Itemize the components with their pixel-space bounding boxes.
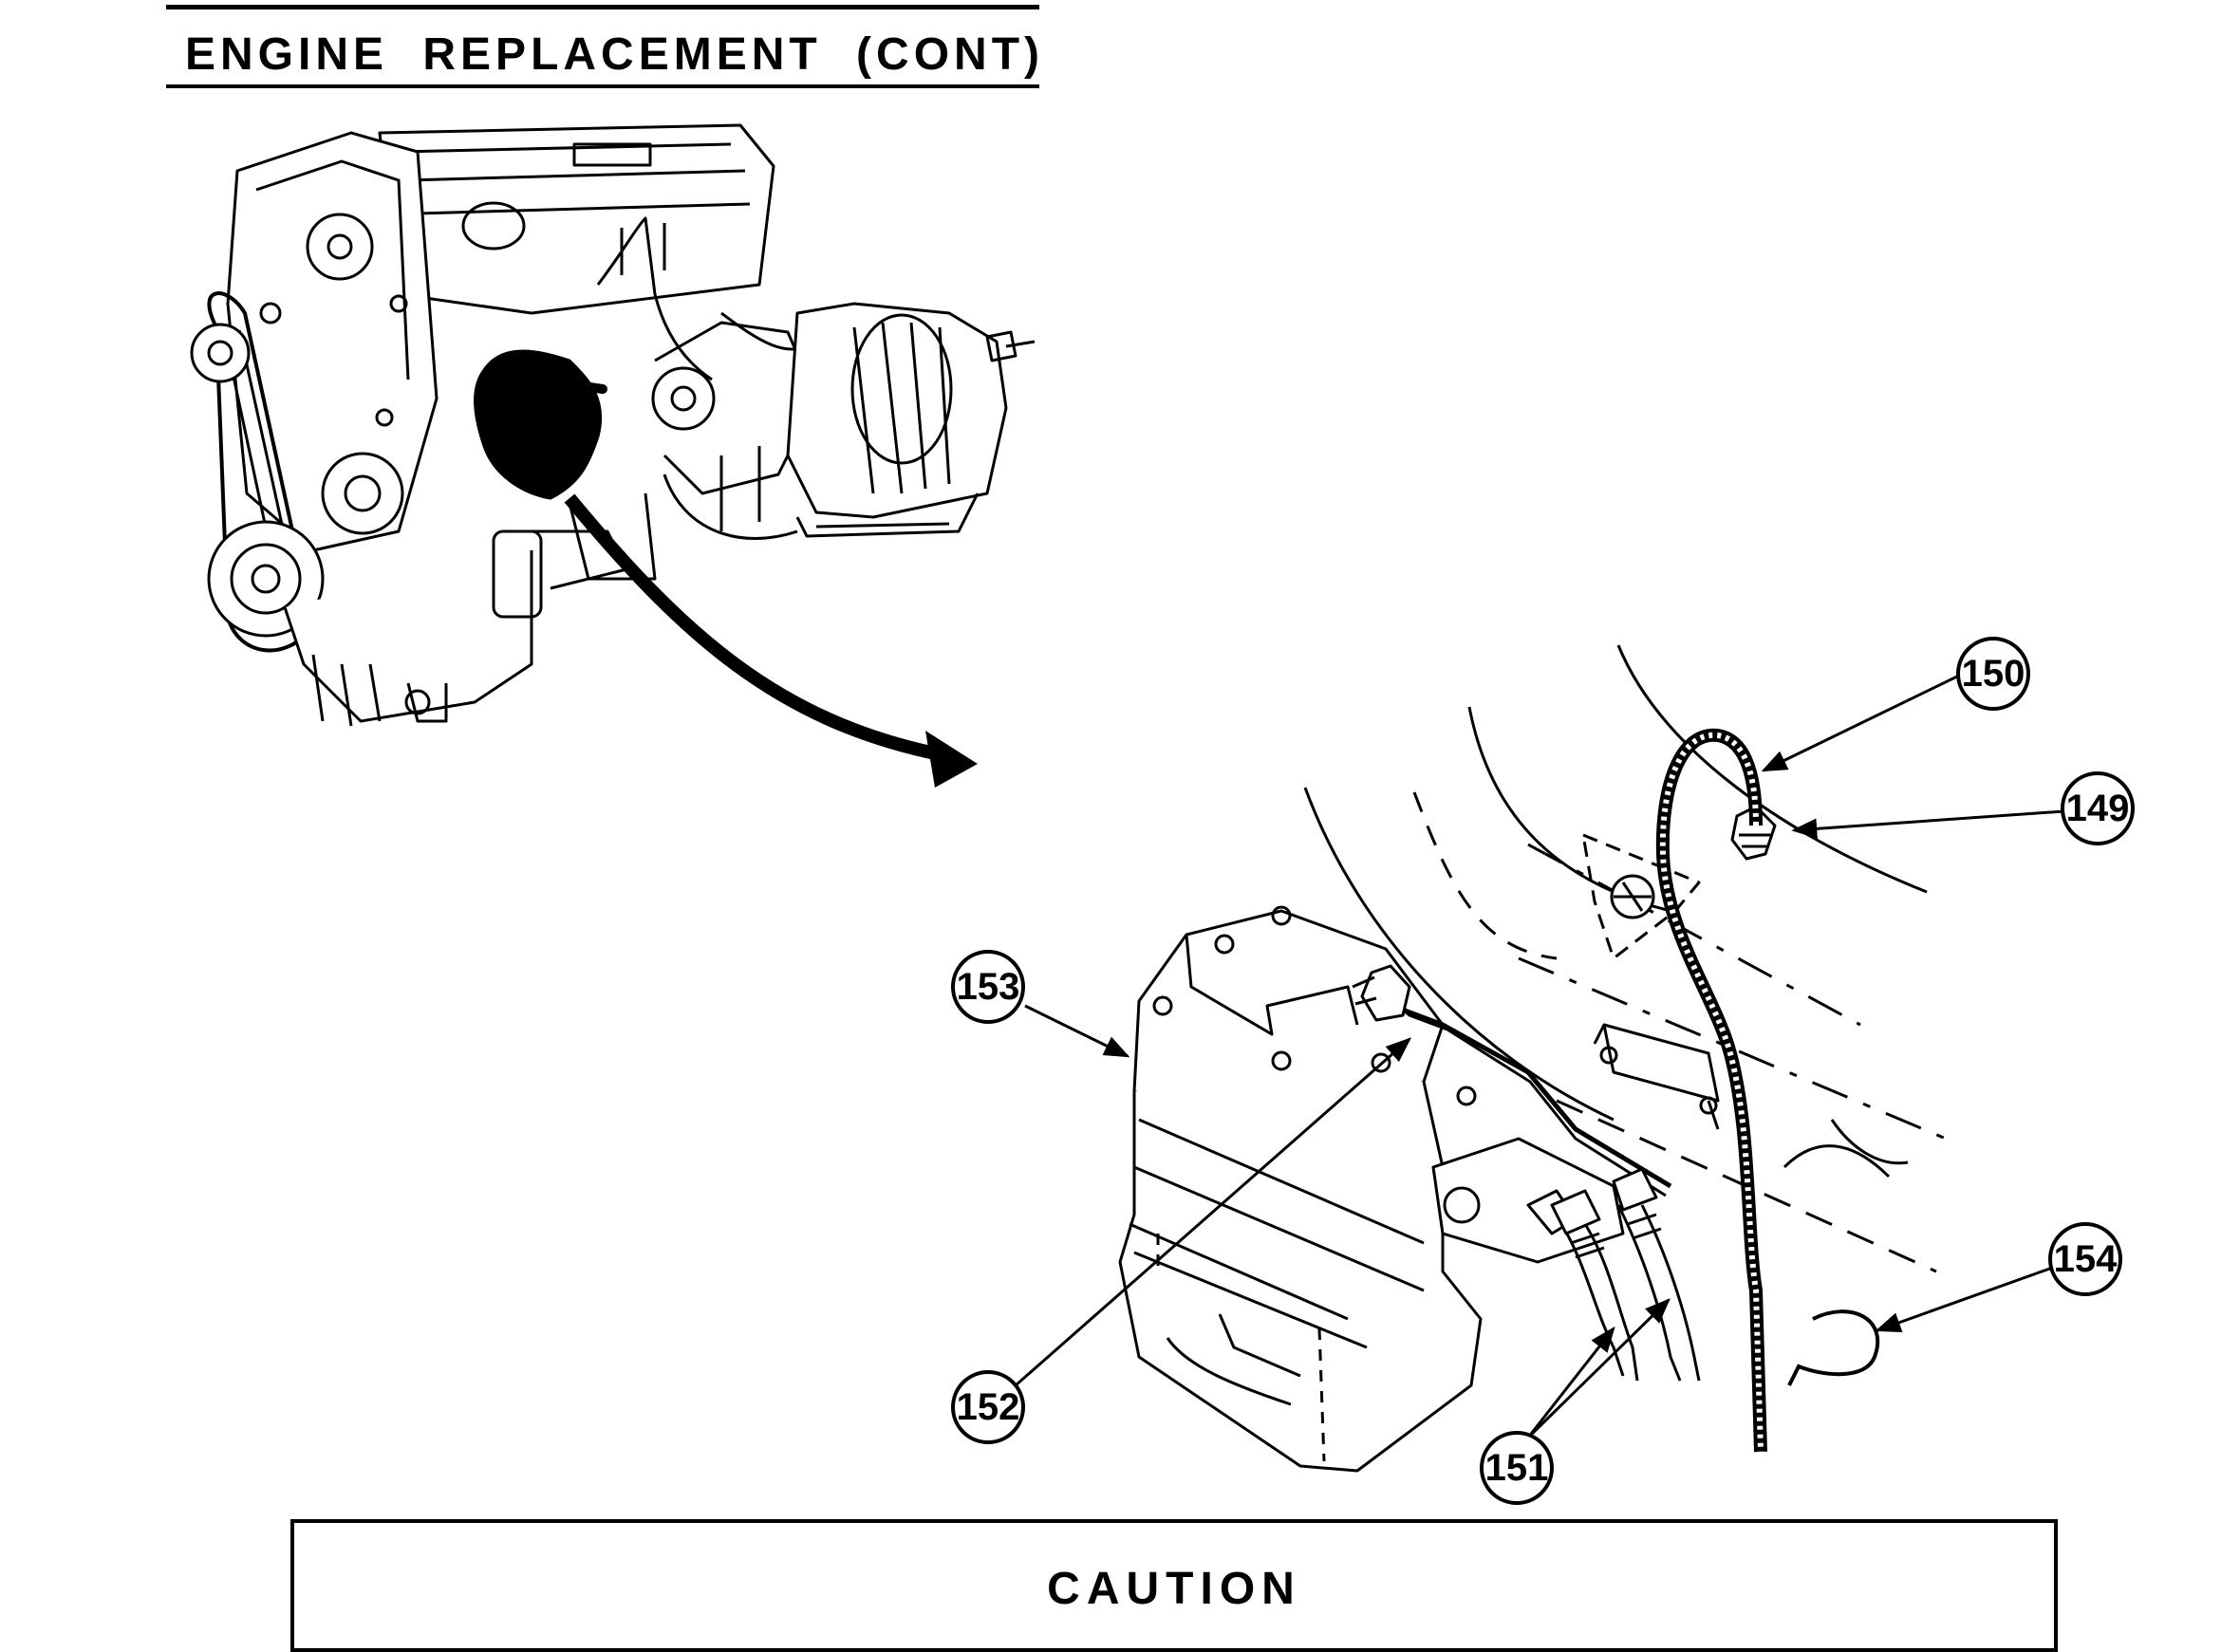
callout-154: 154	[2048, 1222, 2122, 1296]
callout-149: 149	[2061, 771, 2135, 845]
callout-150-label: 150	[1962, 653, 2025, 695]
page-title-block: ENGINE REPLACEMENT (CONT)	[166, 5, 1039, 88]
caution-title: CAUTION	[1047, 1564, 1301, 1614]
engine-overview-drawing	[190, 123, 1036, 727]
caution-box: CAUTION	[290, 1519, 2058, 1652]
sensor-harness-cable	[1655, 728, 1767, 1453]
callout-149-label: 149	[2066, 788, 2130, 829]
callout-151: 151	[1480, 1431, 1554, 1505]
detail-drawing	[1118, 644, 1947, 1473]
callout-152: 152	[951, 1370, 1025, 1444]
callout-153-label: 153	[957, 966, 1020, 1008]
cable-clamp	[1787, 1309, 1880, 1386]
engine-illustration: 149 150 151 152 153 154	[190, 123, 2135, 1505]
callout-152-label: 152	[957, 1386, 1020, 1428]
callout-154-label: 154	[2054, 1238, 2118, 1280]
detail-transfer-arrow	[564, 493, 978, 788]
callout-150: 150	[1956, 637, 2030, 711]
callout-151-label: 151	[1485, 1447, 1549, 1489]
page-title: ENGINE REPLACEMENT (CONT)	[185, 29, 1044, 80]
callout-leaders	[1015, 672, 2065, 1439]
callout-153: 153	[951, 950, 1025, 1024]
